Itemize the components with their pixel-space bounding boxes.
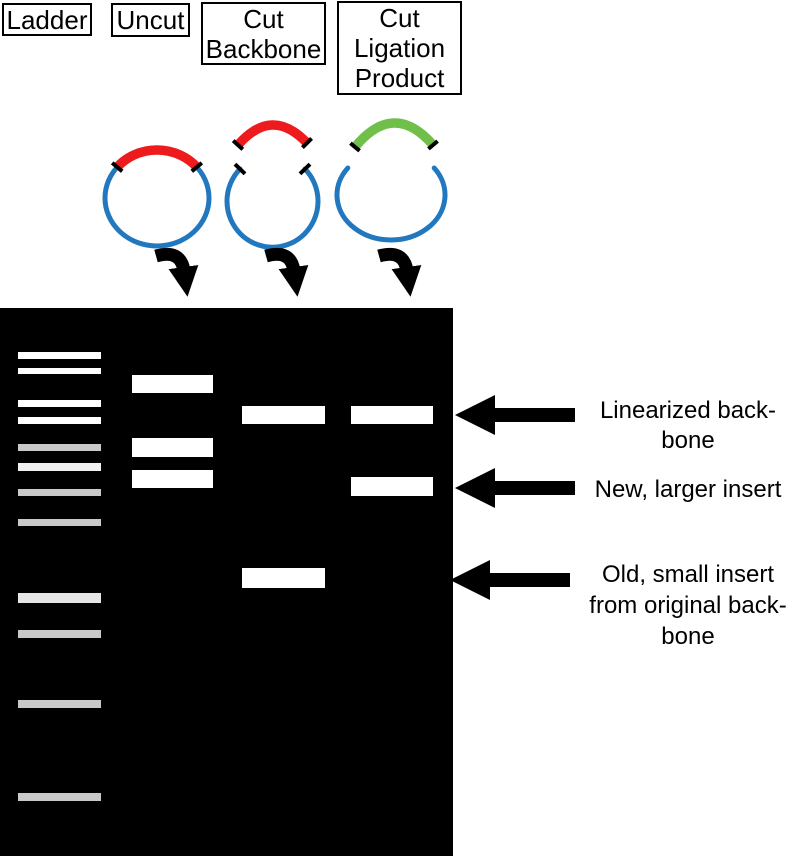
annotation-old-small-insert: Old, small insert from original back- bo… bbox=[589, 561, 787, 650]
gel-band-ladder-2 bbox=[18, 368, 101, 374]
uncut-plasmid-icon bbox=[102, 145, 212, 249]
gel-band-ladder-4 bbox=[18, 417, 101, 424]
cut-ligation-product-plasmid-icon bbox=[334, 118, 448, 243]
gel-band-ladder-9 bbox=[18, 593, 101, 603]
gel-band-ladder-12 bbox=[18, 793, 101, 801]
old-small-insert-arrow-icon bbox=[450, 560, 570, 600]
load-lane-curved-arrow-icon bbox=[154, 247, 199, 297]
gel-band-cut-ligation-product-1 bbox=[351, 406, 433, 424]
annotation-linearized-backbone: Linearized back- bone bbox=[599, 397, 777, 454]
gel-band-ladder-3 bbox=[18, 400, 101, 407]
gel bbox=[0, 308, 453, 856]
gel-band-cut-ligation-product-2 bbox=[351, 477, 433, 496]
lane-header-cut-backbone: Cut Backbone bbox=[201, 2, 326, 65]
gel-band-uncut-2 bbox=[132, 438, 213, 457]
gel-band-ladder-10 bbox=[18, 630, 101, 638]
gel-band-ladder-1 bbox=[18, 352, 101, 359]
gel-band-cut-backbone-2 bbox=[242, 568, 325, 588]
gel-band-ladder-7 bbox=[18, 489, 101, 496]
linearized-backbone-arrow-icon bbox=[455, 395, 575, 435]
load-lane-curved-arrow-icon bbox=[377, 247, 422, 297]
gel-band-ladder-11 bbox=[18, 700, 101, 708]
new-larger-insert-arrow-icon bbox=[455, 468, 575, 508]
lane-header-uncut: Uncut bbox=[111, 3, 190, 37]
gel-band-ladder-5 bbox=[18, 444, 101, 451]
gel-band-cut-backbone-1 bbox=[242, 406, 325, 424]
gel-band-uncut-1 bbox=[132, 375, 213, 393]
gel-band-ladder-8 bbox=[18, 519, 101, 526]
gel-band-ladder-6 bbox=[18, 463, 101, 471]
gel-band-uncut-3 bbox=[132, 470, 213, 488]
lane-header-cut-ligation-product: Cut Ligation Product bbox=[337, 1, 462, 95]
load-lane-curved-arrow-icon bbox=[264, 247, 309, 297]
cut-backbone-plasmid-icon bbox=[224, 120, 321, 250]
lane-header-ladder: Ladder bbox=[2, 3, 92, 36]
annotation-new-larger-insert: New, larger insert bbox=[594, 476, 782, 503]
